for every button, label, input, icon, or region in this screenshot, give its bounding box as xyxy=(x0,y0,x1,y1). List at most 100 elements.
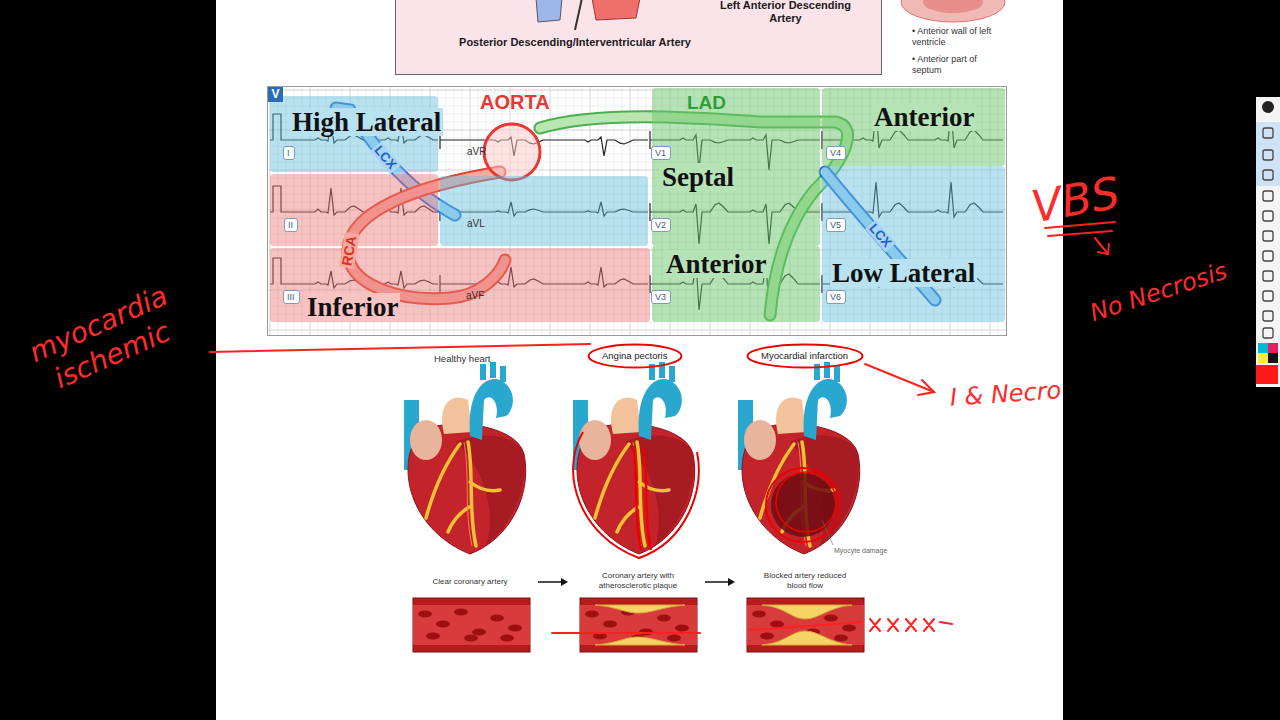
label-layer: aVF xyxy=(466,290,485,302)
label-layer: Blocked artery reduced blood flow xyxy=(755,571,855,591)
leader-line xyxy=(822,520,833,545)
artery-tube xyxy=(472,629,486,636)
lead-name: V5 xyxy=(826,218,846,232)
hand-annotation xyxy=(1048,231,1112,236)
hand-annotation xyxy=(865,364,934,392)
heart-illustration xyxy=(744,420,776,460)
heart-illustration xyxy=(639,379,682,440)
hand-annotation xyxy=(643,448,651,550)
territory-region: Inferior xyxy=(270,174,650,322)
label-layer: V1 xyxy=(651,146,671,160)
vessel-name: LCX xyxy=(865,220,896,253)
territory-region: Septal xyxy=(652,88,820,246)
label-layer: Healthy heart xyxy=(434,353,492,365)
artery-tube xyxy=(747,605,864,645)
artery-tube xyxy=(500,635,514,642)
label-layer: LAD xyxy=(687,92,727,113)
artery-tube xyxy=(413,605,530,645)
label-layer: V2 xyxy=(651,218,671,232)
artery-tube xyxy=(747,598,864,652)
lead-name: V6 xyxy=(826,290,846,304)
heart-illustration xyxy=(490,362,496,378)
label-layer: V4 xyxy=(826,146,846,160)
toolbar xyxy=(1263,271,1273,281)
artery-tube xyxy=(752,611,766,618)
toolbar xyxy=(1263,170,1273,180)
handwritten-note: VBS xyxy=(1028,169,1124,232)
sequence-arrow xyxy=(728,578,735,586)
artery-label-box: Left Anterior Descending ArteryPosterior… xyxy=(395,0,882,75)
heart-illustration xyxy=(448,507,469,532)
artery-tube xyxy=(580,598,697,652)
artery-tube xyxy=(595,637,685,645)
label-layer: LCX xyxy=(370,151,401,165)
label-layer: myocardia ischemic xyxy=(18,306,193,374)
heart-illustration xyxy=(611,397,641,434)
territory-region: Inferior xyxy=(305,293,400,321)
hand-annotation xyxy=(918,380,934,395)
note-text: • Anterior part of septum xyxy=(912,54,1004,76)
circled-term-text: Angina pectoris xyxy=(602,350,669,362)
toolbar xyxy=(1258,353,1268,363)
territory-region: Septal xyxy=(660,163,736,191)
toolbar xyxy=(1263,191,1273,201)
circled-term: Angina pectoris xyxy=(587,343,683,369)
label-layer: • Anterior part of septum xyxy=(912,54,1004,76)
figure-caption: Coronary artery with atherosclerotic pla… xyxy=(588,571,688,591)
lead-name: V2 xyxy=(651,218,671,232)
heart-illustration xyxy=(464,442,472,546)
heart-illustration xyxy=(804,379,847,440)
artery-tube xyxy=(595,605,685,613)
artery-tube xyxy=(585,611,599,618)
territory-region xyxy=(822,166,1005,322)
heart-illustration xyxy=(738,362,860,554)
circled-term: Myocardial infarction xyxy=(761,350,850,362)
lead-name: I xyxy=(283,146,295,160)
lead-name: V3 xyxy=(651,290,671,304)
label-layer: Coronary artery with atherosclerotic pla… xyxy=(588,571,688,591)
toolbar xyxy=(1258,343,1268,353)
artery-tube xyxy=(426,633,440,640)
box-text: Left Anterior Descending Artery xyxy=(703,0,868,25)
heart-illustration xyxy=(470,379,513,440)
artery-label-box: Posterior Descending/Interventricular Ar… xyxy=(445,36,705,49)
artery-tube xyxy=(675,625,689,632)
circled-term-text: Myocardial infarction xyxy=(761,350,850,362)
hand-ellipse xyxy=(748,345,863,368)
lead-name: aVF xyxy=(466,290,485,302)
toolbar xyxy=(1268,353,1278,363)
ecg-trace xyxy=(649,203,650,221)
region-name: Low Lateral xyxy=(830,259,977,287)
territory-region: Anterior xyxy=(652,246,820,322)
label-layer: No Necrosis xyxy=(1087,278,1230,306)
hand-annotation xyxy=(210,344,590,352)
territory-region xyxy=(652,246,820,322)
toolbar xyxy=(1263,291,1273,301)
toolbar xyxy=(1268,343,1278,353)
ecg-grid xyxy=(267,330,1007,331)
box-text: Posterior Descending/Interventricular Ar… xyxy=(445,36,705,49)
hand-annotation xyxy=(750,622,862,630)
toolbar xyxy=(1256,97,1280,387)
aorta-circle xyxy=(484,124,540,180)
heart-thumbnail xyxy=(923,0,983,13)
label-layer: Clear coronary artery xyxy=(432,577,508,587)
toolbar xyxy=(1263,251,1273,261)
artery-tube xyxy=(418,611,432,618)
sequence-arrow xyxy=(705,581,729,583)
territory-region: Anterior xyxy=(664,250,768,278)
territory-region xyxy=(822,166,1005,322)
heart-illustration xyxy=(639,482,669,491)
toolbar xyxy=(1263,211,1273,221)
hand-annotation xyxy=(766,468,840,542)
label-layer: aVR xyxy=(467,146,487,158)
artery-tube xyxy=(667,635,681,642)
box-text: V xyxy=(268,87,283,102)
heart-thumbnail xyxy=(901,0,1005,22)
territory-region xyxy=(652,88,820,246)
label-layer: V6 xyxy=(826,290,846,304)
territory-region: Anterior xyxy=(822,88,1005,166)
lead-name: aVR xyxy=(467,146,487,158)
artery-tube xyxy=(413,598,530,652)
territory-region: Low Lateral xyxy=(822,166,1005,322)
